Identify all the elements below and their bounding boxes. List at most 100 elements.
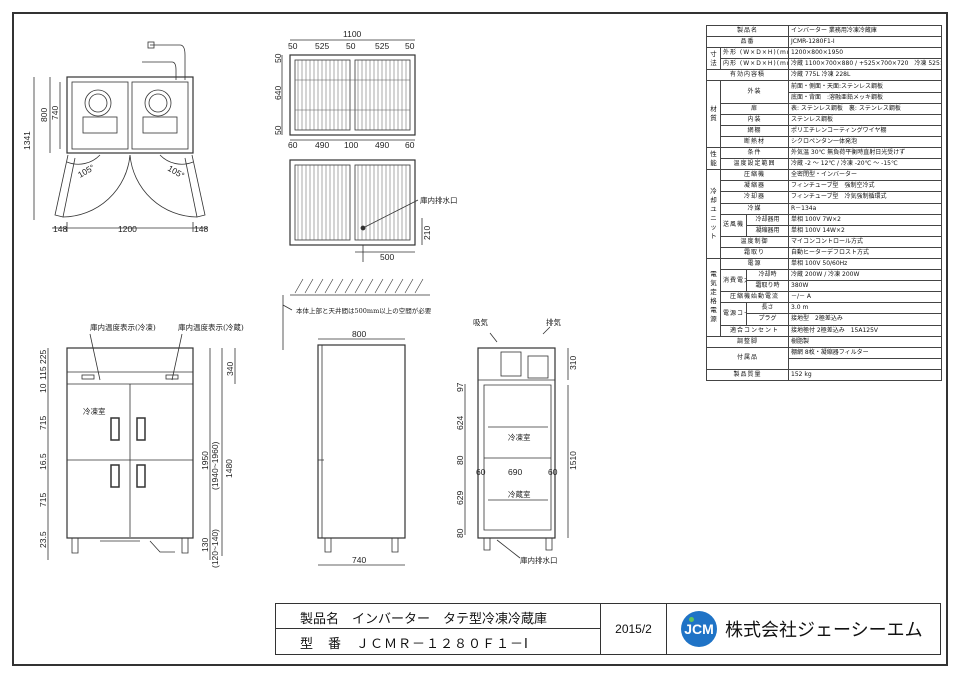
dim-210: 210 xyxy=(422,226,432,240)
dim-800: 800 xyxy=(352,329,366,339)
dim-angle-left: 105° xyxy=(76,162,96,179)
dim-label: 624 xyxy=(455,416,465,430)
section-view: 吸気 排気 冷凍室 冷蔵室 庫内排水口 310 1510 97 624 80 6… xyxy=(455,317,578,565)
spec-label: 霜取り xyxy=(720,246,789,259)
spec-value: 底面・背面 :溶融亜鉛メッキ鋼板 xyxy=(788,91,942,104)
dim-label: 23.5 xyxy=(38,531,48,548)
spec-value: 1200×800×1950 xyxy=(788,47,942,60)
dim-label: 100 xyxy=(344,140,358,150)
freezer-section-label: 冷凍室 xyxy=(508,432,531,442)
spec-label: 製品名 xyxy=(706,24,789,38)
spec-value: インバーター 業務用冷凍冷蔵庫 xyxy=(788,24,942,38)
spec-group: 性能 xyxy=(706,147,721,171)
spec-value: ポリエチレンコーティングワイヤ棚 xyxy=(788,124,942,137)
spec-row: 適合コンセント接地極付 2極差込み 15A125V xyxy=(707,324,942,337)
spec-row: 霜取り自動ヒーターデフロスト方式 xyxy=(707,246,942,259)
dim-label: 490 xyxy=(375,140,389,150)
dim-label: 490 xyxy=(315,140,329,150)
spec-label: 調整脚 xyxy=(706,335,789,348)
front-view: 庫内温度表示(冷凍) 庫内温度表示(冷蔵) 冷凍室 225 115 10 715… xyxy=(38,322,244,568)
dim-label: 50 xyxy=(273,125,283,135)
dim-label: 115 xyxy=(38,366,48,380)
fridge-section-label: 冷蔵室 xyxy=(508,489,531,499)
spec-label: 製品質量 xyxy=(706,368,789,382)
spec-value: 外気温 30℃ 無負荷平衡時直射日光受けず xyxy=(788,147,942,160)
spec-group: 冷却ユニット xyxy=(706,169,721,259)
spec-row: 材質外装前面・側面・天面:ステンレス鋼板 xyxy=(706,80,942,149)
spec-row: 製品名インバーター 業務用冷凍冷蔵庫 xyxy=(706,24,942,38)
spec-label: 冷却時 xyxy=(746,269,789,282)
freezer-compartment-label: 冷凍室 xyxy=(83,406,106,416)
spec-label: 冷却器 xyxy=(720,191,789,204)
spec-label: 温度制御 xyxy=(720,235,789,248)
dim-148-right: 148 xyxy=(194,224,208,234)
dim-label: 97 xyxy=(455,382,465,392)
spec-label: 有効内容積 xyxy=(706,69,789,82)
product-name: 製品名 インバーター タテ型冷凍冷蔵庫 xyxy=(276,604,601,629)
spec-row: 扉表: ステンレス鋼板 裏: ステンレス鋼板 xyxy=(707,102,942,115)
spec-row: 網棚ポリエチレンコーティングワイヤ棚 xyxy=(707,124,942,137)
spec-value: R－134a xyxy=(788,202,942,215)
spec-row: 底面・背面 :溶融亜鉛メッキ鋼板 xyxy=(707,91,942,104)
spec-row: 内形 (W×D×H)(mm)冷蔵 1100×700×880 / +525×700… xyxy=(707,58,942,71)
spec-label: 消費電力 xyxy=(720,269,747,293)
spec-row: 圧縮機始動電流－/－ A xyxy=(707,291,942,304)
spec-value: フィンチューブ型 冷気強制循環式 xyxy=(788,191,942,204)
dim-label: 1510 xyxy=(568,451,578,470)
dim-label: 60 xyxy=(548,467,558,477)
spec-group: 材質 xyxy=(706,80,721,149)
spec-label: 網棚 xyxy=(720,124,789,137)
spec-label: 送風機 xyxy=(720,213,747,237)
spec-label: 電源コード xyxy=(720,302,747,326)
spec-row: 冷却ユニット圧縮機全密閉型・インバーター xyxy=(706,169,942,259)
side-view: 本体上部と天井間は500mm以上の空間が必要 800 740 xyxy=(282,278,432,566)
spec-label: 長さ xyxy=(746,302,789,315)
dim-label: 1480 xyxy=(224,459,234,478)
spec-value: シクロペンタン一体発泡 xyxy=(788,135,942,149)
spec-row: 電源コード長さ3.0 m xyxy=(707,302,942,326)
dim-1100: 1100 xyxy=(343,29,362,39)
spec-row: 温度設定範囲冷蔵 -2 〜 12℃ / 冷凍 -20℃ 〜 -15℃ xyxy=(707,158,942,171)
company-name: 株式会社ジェーシーエム xyxy=(725,620,923,641)
section-drain-label: 庫内排水口 xyxy=(520,555,558,565)
plug-icon xyxy=(147,41,155,49)
spec-label: 圧縮機 xyxy=(720,169,789,182)
spec-value: 冷蔵 1100×700×880 / +525×700×720 冷凍 525×70… xyxy=(788,58,942,71)
spec-value: 冷蔵 775L 冷凍 228L xyxy=(788,69,942,82)
dim-500: 500 xyxy=(380,252,394,262)
dim-740: 740 xyxy=(352,555,366,565)
dim-label: 10 xyxy=(38,383,48,393)
spec-value: 380W xyxy=(788,280,942,293)
intake-label: 吸気 xyxy=(473,317,488,327)
spec-row: 凝縮器用単相 100V 14W×2 xyxy=(707,224,942,237)
spec-group: 寸法 xyxy=(706,47,721,71)
spec-group: 電気定格電源 xyxy=(706,257,721,337)
dim-label: (120~140) xyxy=(210,529,220,568)
compressor-right xyxy=(144,89,172,117)
spec-label: 凝縮器用 xyxy=(746,224,789,237)
spec-value: －/－ A xyxy=(788,291,942,304)
spec-label: 霜取り時 xyxy=(746,280,789,293)
clearance-note: 本体上部と天井間は500mm以上の空間が必要 xyxy=(296,306,432,315)
spec-value: 冷蔵 200W / 冷凍 200W xyxy=(788,269,942,282)
spec-row: 断熱材シクロペンタン一体発泡 xyxy=(707,135,942,149)
spec-row: 凝縮器フィンチューブ型 強制空冷式 xyxy=(707,180,942,193)
spec-row: 送風機冷却器用単相 100V 7W×2 xyxy=(707,213,942,237)
spec-row: 電気定格電源電源単相 100V 50/60Hz xyxy=(706,257,942,337)
spec-label: 内装 xyxy=(720,113,789,126)
spec-row: 消費電力冷却時冷蔵 200W / 冷凍 200W xyxy=(707,269,942,293)
dim-label: 1950 xyxy=(200,451,210,470)
spec-value: 前面・側面・天面:ステンレス鋼板 xyxy=(788,80,942,93)
spec-value xyxy=(788,357,942,370)
power-cord xyxy=(150,44,186,80)
spec-value: 152 kg xyxy=(788,368,942,382)
dim-label: 310 xyxy=(568,356,578,370)
spec-label: 電源 xyxy=(720,257,789,271)
spec-value: JCMR-1280F1-I xyxy=(788,36,942,49)
spec-label: 適合コンセント xyxy=(720,324,789,337)
spec-value: 自動ヒーターデフロスト方式 xyxy=(788,246,942,259)
